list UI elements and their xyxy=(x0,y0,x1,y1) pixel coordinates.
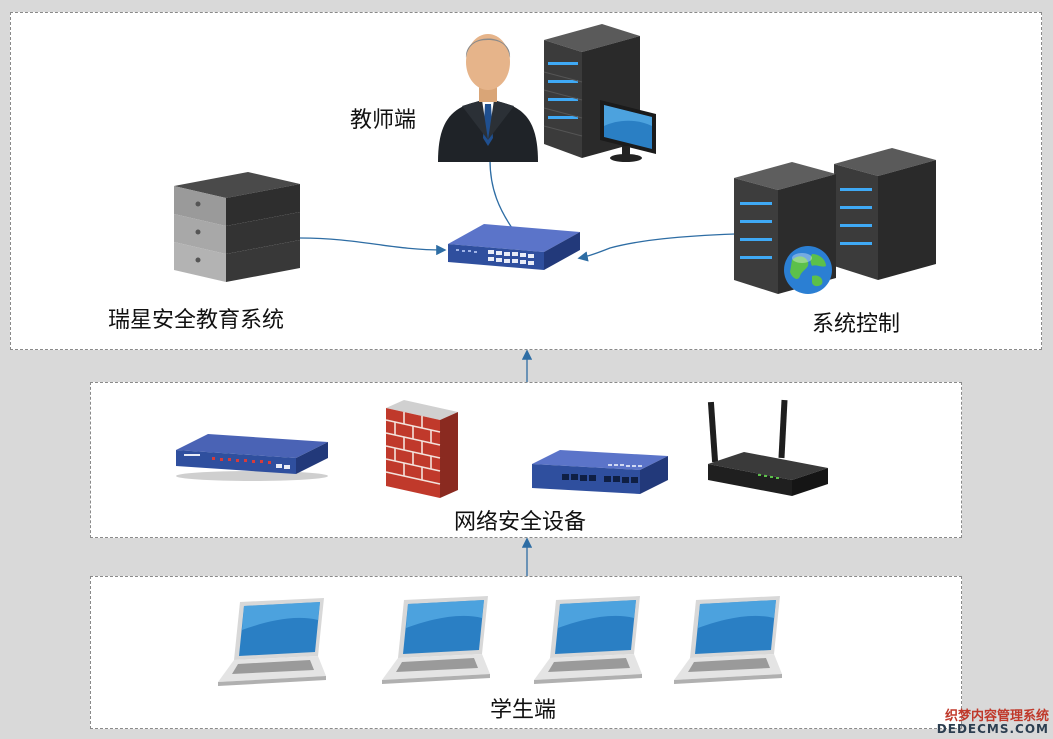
ruixing-system-label: 瑞星安全教育系统 xyxy=(108,308,285,333)
laptop-icon xyxy=(674,596,782,684)
system-control-label: 系统控制 xyxy=(812,312,901,337)
teacher-person-icon xyxy=(438,34,538,162)
connector-teacher-switch xyxy=(489,159,513,229)
laptop-icon xyxy=(382,596,490,684)
netgear-switch-icon xyxy=(532,450,668,494)
watermark: 织梦内容管理系统 DEDECMS.COM xyxy=(937,710,1049,735)
network-switch-icon xyxy=(448,224,580,270)
connector-control-switch xyxy=(577,233,736,262)
monitor-icon xyxy=(600,100,656,162)
network-security-label: 网络安全设备 xyxy=(454,510,587,535)
wifi-router-icon xyxy=(707,399,828,496)
router-icon xyxy=(176,434,328,481)
ruixing-server-icon xyxy=(174,172,300,282)
student-label: 学生端 xyxy=(490,698,557,723)
connector-ruixing-switch xyxy=(299,237,447,256)
teacher-label: 教师端 xyxy=(350,108,417,133)
laptop-icon xyxy=(218,598,326,686)
watermark-cn: 织梦内容管理系统 xyxy=(944,709,1049,724)
firewall-icon xyxy=(385,400,458,498)
globe-icon xyxy=(784,246,832,294)
control-servers-icon xyxy=(734,148,936,294)
watermark-en: DEDECMS.COM xyxy=(936,722,1049,736)
laptop-icon xyxy=(534,596,642,684)
